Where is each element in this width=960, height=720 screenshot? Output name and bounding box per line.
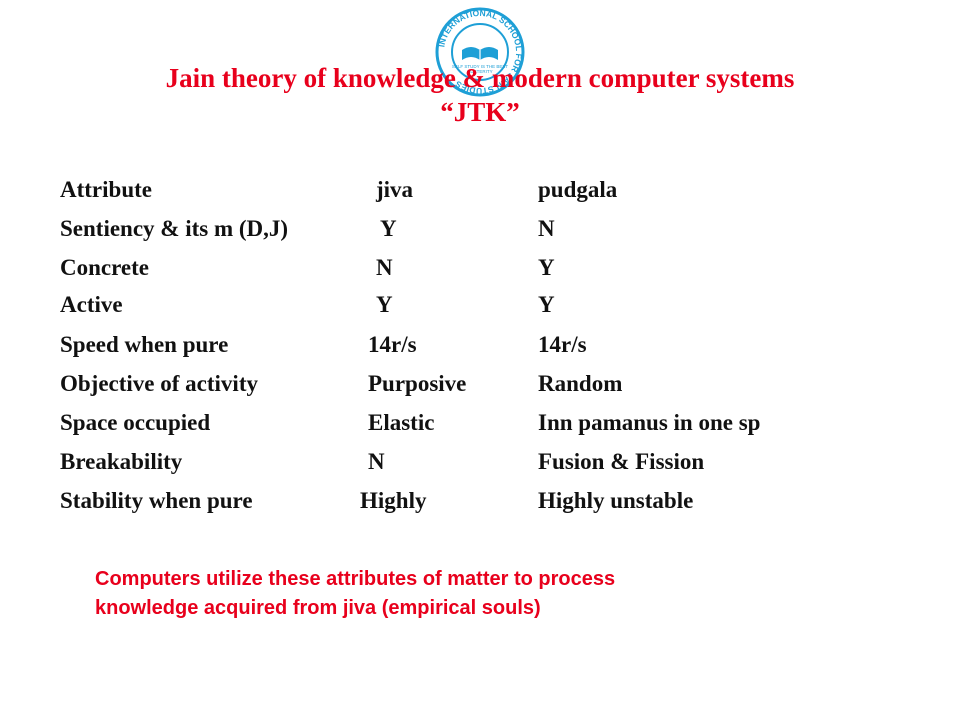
cell-jiva: N	[368, 449, 385, 474]
cell-jiva: Y	[380, 216, 397, 241]
table-row: Active Y Y	[0, 292, 960, 324]
cell-pudgala: Random	[538, 371, 623, 396]
table-row: Stability when pure Highly Highly unstab…	[0, 488, 960, 520]
cell-pudgala: Y	[538, 292, 555, 317]
cell-pudgala: 14r/s	[538, 332, 587, 357]
table-row: Space occupied Elastic Inn pamanus in on…	[0, 410, 960, 442]
cell-attribute: Sentiency & its m (D,J)	[60, 216, 289, 241]
cell-pudgala: N	[538, 216, 555, 241]
cell-jiva: Purposive	[368, 371, 467, 396]
svg-text:AUSTERITY: AUSTERITY	[467, 69, 492, 74]
svg-text:SELF STUDY IS THE BEST: SELF STUDY IS THE BEST	[452, 64, 509, 69]
table-row: Speed when pure 14r/s 14r/s	[0, 332, 960, 364]
cell-jiva: N	[376, 255, 393, 280]
cell-attribute: Breakability	[60, 449, 183, 474]
cell-attribute: Space occupied	[60, 410, 211, 435]
cell-jiva: 14r/s	[368, 332, 417, 357]
table-row: Breakability N Fusion & Fission	[0, 449, 960, 481]
slide-title: Jain theory of knowledge & modern comput…	[165, 63, 795, 93]
footnote-line-1: Computers utilize these attributes of ma…	[95, 568, 616, 590]
table-row: Sentiency & its m (D,J) Y N	[0, 216, 960, 248]
cell-attribute: Speed when pure	[60, 332, 229, 357]
table-header: Attribute jiva pudgala	[0, 177, 960, 209]
cell-jiva: Highly	[360, 488, 427, 513]
cell-pudgala: Inn pamanus in one sp	[538, 410, 761, 435]
cell-attribute: Active	[60, 292, 123, 317]
cell-pudgala: Fusion & Fission	[538, 449, 705, 474]
cell-attribute: Objective of activity	[60, 371, 258, 396]
cell-attribute: Stability when pure	[60, 488, 253, 513]
table-row: Concrete N Y	[0, 255, 960, 287]
table-row: Objective of activity Purposive Random	[0, 371, 960, 403]
slide-subtitle: “JTK”	[440, 97, 520, 127]
header-attribute: Attribute	[60, 177, 152, 202]
header-jiva: jiva	[376, 177, 414, 202]
footnote: Computers utilize these attributes of ma…	[95, 565, 855, 623]
header-pudgala: pudgala	[538, 177, 618, 202]
cell-jiva: Elastic	[368, 410, 435, 435]
cell-pudgala: Highly unstable	[538, 488, 694, 513]
footnote-line-2: knowledge acquired from jiva (empirical …	[95, 597, 541, 619]
cell-attribute: Concrete	[60, 255, 149, 280]
cell-pudgala: Y	[538, 255, 555, 280]
cell-jiva: Y	[376, 292, 393, 317]
school-logo: INTERNATIONAL SCHOOL FOR JAIN STUDIES SE…	[434, 6, 526, 98]
book-icon	[462, 47, 498, 60]
